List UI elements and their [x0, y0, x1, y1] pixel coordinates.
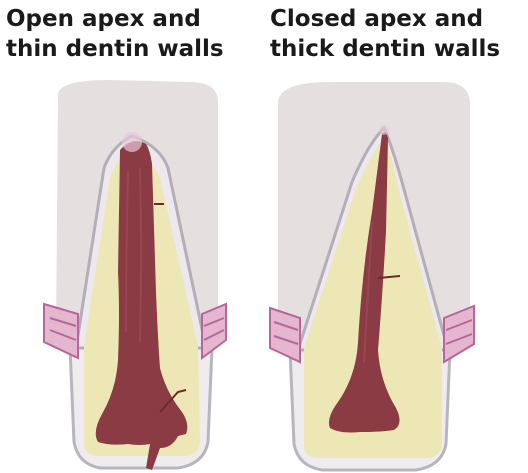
caption-line-1: Closed apex and: [270, 4, 500, 34]
open-apex: [122, 132, 142, 152]
gingiva-left: [44, 304, 78, 358]
mature-tooth-illustration: [264, 72, 528, 472]
gingiva-left: [270, 308, 300, 362]
immature-tooth-illustration: [0, 72, 264, 472]
caption-line-2: thick dentin walls: [270, 34, 500, 64]
figure-closed-apex: Closed apex and thick dentin walls: [264, 0, 528, 473]
figure-caption: Closed apex and thick dentin walls: [270, 4, 500, 64]
caption-line-2: thin dentin walls: [6, 34, 224, 64]
caption-line-1: Open apex and: [6, 4, 224, 34]
closed-apex: [379, 125, 389, 135]
figure-caption: Open apex and thin dentin walls: [6, 4, 224, 64]
figure-open-apex: Open apex and thin dentin walls: [0, 0, 264, 473]
